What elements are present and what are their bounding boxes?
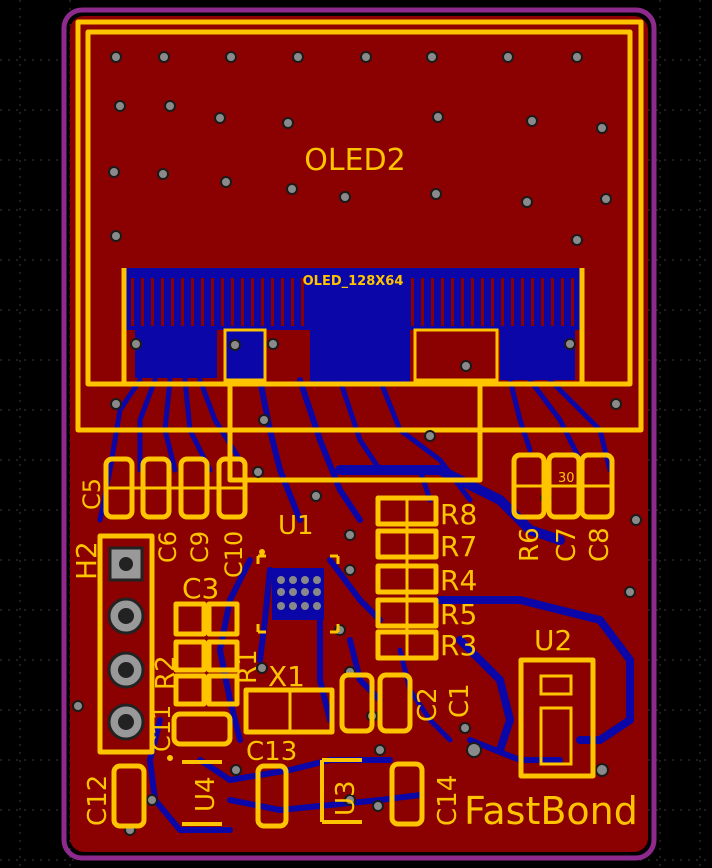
passives-middle-left <box>173 601 240 707</box>
label-c10: C10 <box>220 531 248 578</box>
label-c1: C1 <box>445 683 475 718</box>
label-c5: C5 <box>78 478 106 510</box>
label-r8: R8 <box>440 498 477 531</box>
c11-outline <box>171 711 233 747</box>
label-c3: C3 <box>182 572 219 605</box>
resistor-stack <box>375 495 439 661</box>
label-c14: C14 <box>433 775 463 826</box>
label-u3: U3 <box>331 780 361 816</box>
label-c2: C2 <box>413 687 443 722</box>
u3-footprint <box>320 758 362 824</box>
label-x1: X1 <box>268 660 305 693</box>
c12-outline <box>111 763 147 829</box>
label-c13: C13 <box>246 737 297 767</box>
label-u4: U4 <box>191 776 221 812</box>
oled-designator: OLED2 <box>304 143 405 178</box>
board-outline <box>61 7 657 861</box>
label-u2: U2 <box>534 624 572 657</box>
u4-footprint <box>167 755 222 826</box>
label-c6: C6 <box>154 531 182 563</box>
c14-outline <box>389 761 425 827</box>
label-r7: R7 <box>440 530 477 563</box>
header-h2 <box>97 533 155 755</box>
label-c12: C12 <box>83 775 113 826</box>
c1-outline <box>377 672 413 734</box>
label-c9: C9 <box>186 531 214 563</box>
label-c7: C7 <box>552 527 582 562</box>
oled-outline <box>75 19 644 433</box>
label-30: 30 <box>558 471 575 486</box>
brand-label: FastBond <box>464 789 638 833</box>
label-r5: R5 <box>440 598 477 631</box>
c13-outline <box>255 763 289 829</box>
label-c8: C8 <box>585 527 615 562</box>
cap-bank-left <box>103 456 248 520</box>
cap-bank-right <box>511 452 615 520</box>
u2-footprint <box>518 657 596 779</box>
label-c11: C11 <box>148 705 176 752</box>
label-r3: R3 <box>440 629 477 662</box>
vias <box>72 51 642 836</box>
oled-value-label: OLED_128X64 <box>303 274 404 289</box>
oled-connector-outline <box>227 381 483 483</box>
label-r2: R2 <box>151 655 181 690</box>
label-r1: R1 <box>233 649 263 684</box>
label-h2: H2 <box>70 541 103 580</box>
label-r6: R6 <box>515 527 545 562</box>
c2-outline <box>339 672 375 734</box>
label-u1: U1 <box>278 511 314 541</box>
label-r4: R4 <box>440 564 477 597</box>
u1-footprint <box>256 549 340 634</box>
